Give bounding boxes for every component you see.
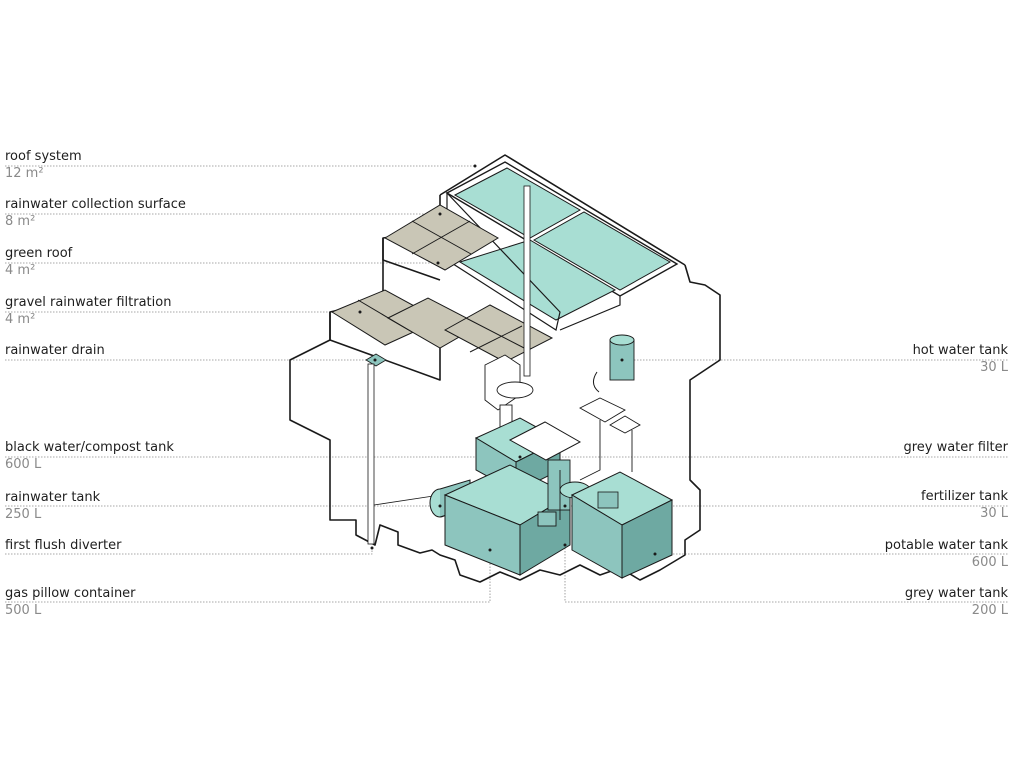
value-hot-water-tank: 30 L: [980, 360, 1008, 375]
value-black-water-compost-tank: 600 L: [5, 457, 42, 472]
value-green-roof: 4 m²: [5, 263, 36, 278]
label-rainwater-tank: rainwater tank: [5, 490, 101, 505]
value-roof-system: 12 m²: [5, 166, 44, 181]
label-gas-pillow-container: gas pillow container: [5, 586, 136, 601]
gravel-filtration-graphic: [330, 289, 554, 363]
value-gravel-rainwater-filtration: 4 m²: [5, 312, 36, 327]
label-grey-water-tank: grey water tank: [904, 586, 1008, 601]
roof-system-graphic: [445, 161, 679, 331]
label-rainwater-drain: rainwater drain: [5, 343, 105, 358]
label-potable-water-tank: potable water tank: [884, 538, 1008, 553]
leader-dots: [358, 164, 657, 556]
label-green-roof: green roof: [5, 246, 73, 261]
plumbing-pipes: [559, 420, 633, 520]
sink-graphic: [579, 397, 641, 434]
value-grey-water-tank: 200 L: [971, 603, 1008, 618]
green-roof-graphic: [383, 204, 499, 271]
label-roof-system: roof system: [5, 149, 82, 164]
label-black-water-compost-tank: black water/compost tank: [5, 440, 174, 455]
hot-water-tank-graphic: [593, 334, 635, 393]
vent-pipe: [523, 185, 531, 377]
label-first-flush-diverter: first flush diverter: [5, 538, 122, 553]
rainwater-drain-graphic: [365, 353, 441, 545]
label-rainwater-collection-surface: rainwater collection surface: [5, 197, 186, 212]
right-leader-lines: [520, 359, 1008, 603]
value-potable-water-tank: 600 L: [971, 555, 1008, 570]
label-fertilizer-tank: fertilizer tank: [921, 489, 1008, 504]
label-hot-water-tank: hot water tank: [912, 343, 1008, 358]
toilet-graphic: [484, 354, 534, 438]
value-gas-pillow-container: 500 L: [5, 603, 42, 618]
left-leader-lines: [5, 165, 520, 603]
value-rainwater-collection-surface: 8 m²: [5, 214, 36, 229]
value-fertilizer-tank: 30 L: [980, 506, 1008, 521]
potable-water-tank-graphic: [570, 471, 674, 579]
value-rainwater-tank: 250 L: [5, 507, 42, 522]
label-grey-water-filter: grey water filter: [903, 440, 1008, 455]
label-gravel-rainwater-filtration: gravel rainwater filtration: [5, 295, 172, 310]
